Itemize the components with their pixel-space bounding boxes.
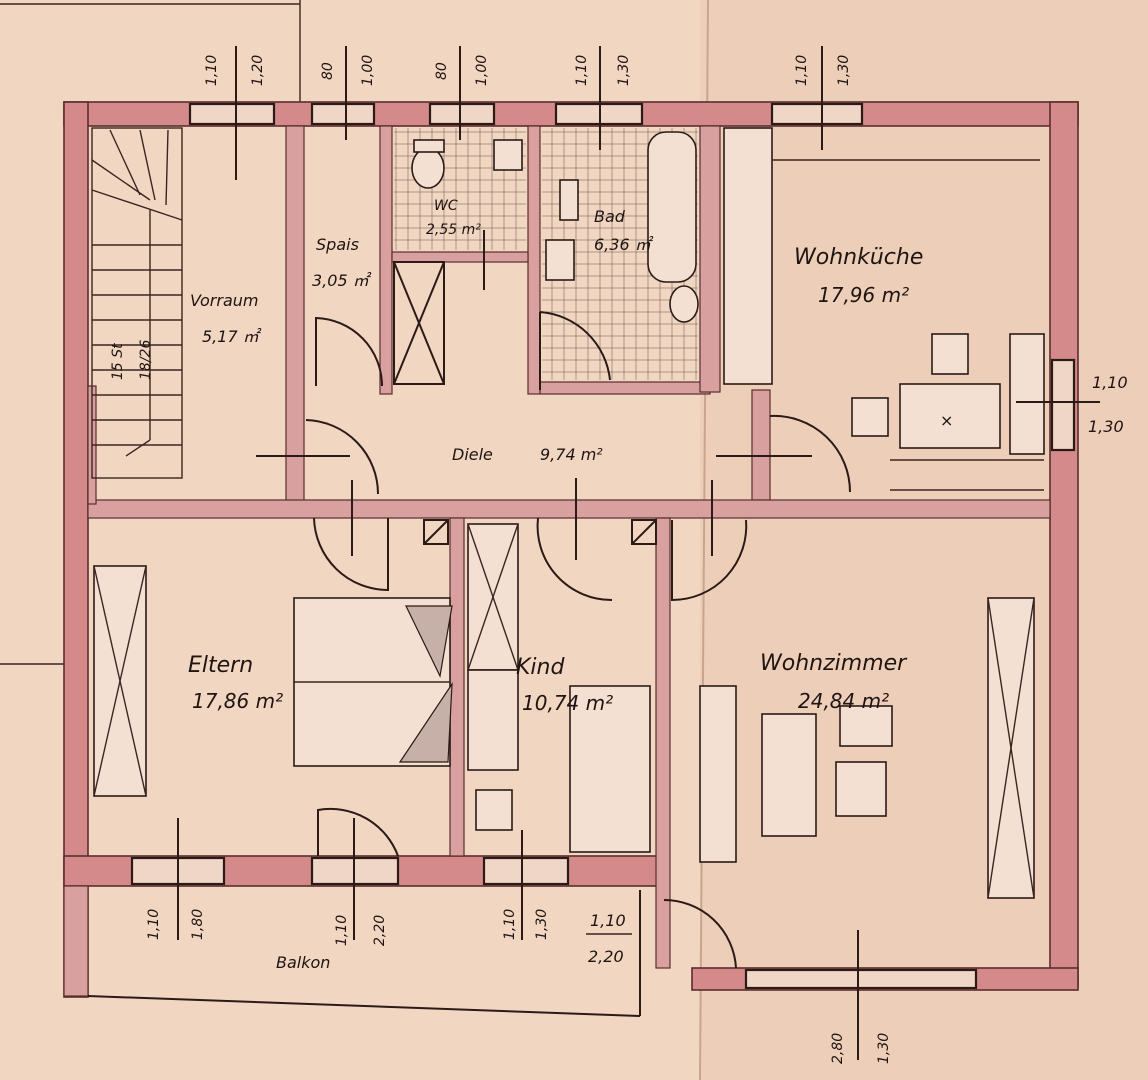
toilet-icon bbox=[411, 147, 445, 189]
dim-wohnzimmer-b: 1,30 bbox=[876, 1033, 892, 1064]
dim-spais-a: 80 bbox=[320, 62, 336, 80]
wc-fixtures bbox=[394, 128, 526, 250]
chair-top bbox=[931, 333, 969, 375]
door-spais bbox=[315, 316, 383, 387]
room-name-wohnkueche: Wohnküche bbox=[794, 245, 923, 270]
bad-fixtures bbox=[542, 128, 699, 380]
room-name-wohnzimmer: Wohnzimmer bbox=[760, 651, 908, 676]
room-name-wc: WC bbox=[434, 198, 458, 214]
room-name-kind: Kind bbox=[516, 655, 565, 680]
window-kind bbox=[482, 856, 570, 886]
dim-bad-b: 1,30 bbox=[616, 55, 632, 86]
dim-right-a: 1,10 bbox=[1092, 373, 1128, 392]
dim-wc-a: 80 bbox=[434, 62, 450, 80]
room-name-spais: Spais bbox=[316, 235, 359, 254]
small-shafts bbox=[423, 519, 657, 545]
dim-eltern-b: 1,80 bbox=[190, 909, 206, 940]
room-name-diele: Diele bbox=[452, 445, 493, 464]
doors bbox=[305, 311, 852, 969]
interior-walls bbox=[87, 125, 1051, 969]
room-area-eltern: 17,86 m² bbox=[192, 689, 283, 713]
dining-table bbox=[899, 383, 1001, 449]
door-bad bbox=[539, 311, 611, 390]
balcony bbox=[63, 885, 641, 1017]
dim-wc-b: 1,00 bbox=[474, 55, 490, 86]
wc-sink-icon bbox=[493, 139, 523, 171]
dim-kueche-a: 1,10 bbox=[794, 55, 810, 86]
bathtub-icon bbox=[647, 131, 697, 283]
room-labels: Vorraum 5,17 ㎡ Spais 3,05 ㎡ WC 2,55 m² B… bbox=[188, 198, 923, 972]
dim-bad-a: 1,10 bbox=[574, 55, 590, 86]
wohnzimmer-furniture bbox=[699, 597, 1035, 899]
bed-kind bbox=[569, 685, 651, 853]
desk-kind bbox=[467, 669, 519, 771]
window-kueche-top bbox=[770, 102, 864, 126]
room-name-balkon: Balkon bbox=[276, 953, 330, 972]
dim-kueche-b: 1,30 bbox=[836, 55, 852, 86]
window-wohnzimmer bbox=[744, 968, 978, 990]
kind-furniture bbox=[467, 523, 651, 853]
room-area-wc: 2,55 m² bbox=[426, 222, 481, 238]
room-area-bad: 6,36 ㎡ bbox=[594, 235, 654, 254]
dimension-ticks bbox=[177, 46, 1100, 1060]
dim-eltern-a: 1,10 bbox=[146, 909, 162, 940]
dim-balkon-door-a: 1,10 bbox=[590, 911, 626, 930]
window-kueche-right bbox=[1050, 358, 1076, 452]
chair-left bbox=[851, 397, 889, 437]
door-eltern bbox=[313, 517, 389, 592]
door-kueche bbox=[769, 414, 852, 493]
room-area-diele: 9,74 m² bbox=[540, 445, 603, 464]
dim-balkon-door-b: 2,20 bbox=[588, 947, 624, 966]
kitchen-furniture: × bbox=[723, 127, 1045, 491]
staircase bbox=[91, 127, 183, 479]
bad-sink-icon bbox=[545, 239, 575, 281]
window-spais bbox=[310, 102, 376, 126]
room-area-kind: 10,74 m² bbox=[522, 691, 613, 715]
door-wohnzimmer bbox=[671, 519, 748, 602]
table-mark: × bbox=[940, 411, 953, 430]
sofa bbox=[761, 713, 817, 837]
kitchen-counter bbox=[723, 127, 773, 385]
room-name-eltern: Eltern bbox=[188, 653, 253, 678]
window-vorraum bbox=[188, 102, 276, 126]
kitchen-bench bbox=[1009, 333, 1045, 455]
dim-eltern-door-a: 1,10 bbox=[334, 915, 350, 946]
dim-vorraum-a: 1,10 bbox=[204, 55, 220, 86]
dim-spais-b: 1,00 bbox=[360, 55, 376, 86]
door-balkon bbox=[317, 807, 399, 857]
room-name-vorraum: Vorraum bbox=[190, 291, 258, 310]
room-area-vorraum: 5,17 ㎡ bbox=[202, 327, 262, 346]
dim-eltern-door-b: 2,20 bbox=[372, 915, 388, 946]
dim-kind-b: 1,30 bbox=[534, 909, 550, 940]
tv-stand bbox=[699, 685, 737, 863]
dim-wohnzimmer-a: 2,80 bbox=[830, 1033, 846, 1064]
shaft bbox=[393, 261, 445, 385]
dim-vorraum-b: 1,20 bbox=[250, 55, 266, 86]
eltern-furniture bbox=[93, 565, 453, 797]
chair-kind bbox=[475, 789, 513, 831]
armchair bbox=[835, 761, 887, 817]
room-area-wohnzimmer: 24,84 m² bbox=[798, 689, 889, 713]
bad-toilet-icon bbox=[669, 285, 699, 323]
door-kind bbox=[536, 517, 613, 602]
door-wohnzimmer-balkon bbox=[663, 898, 737, 969]
room-area-spais: 3,05 ㎡ bbox=[312, 271, 372, 290]
room-area-wohnkueche: 17,96 m² bbox=[818, 283, 909, 307]
dimension-labels: 1,10 1,20 80 1,00 80 1,00 1,10 1,30 1,10… bbox=[146, 55, 1128, 1064]
dim-right-b: 1,30 bbox=[1088, 417, 1124, 436]
stairs-label-a: 15 St bbox=[110, 343, 126, 380]
coffee-table bbox=[839, 705, 893, 747]
stairs-label-b: 18/26 bbox=[138, 340, 154, 380]
door-vorraum bbox=[305, 419, 379, 495]
room-name-bad: Bad bbox=[594, 207, 626, 226]
window-wc bbox=[428, 102, 496, 126]
dim-kind-a: 1,10 bbox=[502, 909, 518, 940]
